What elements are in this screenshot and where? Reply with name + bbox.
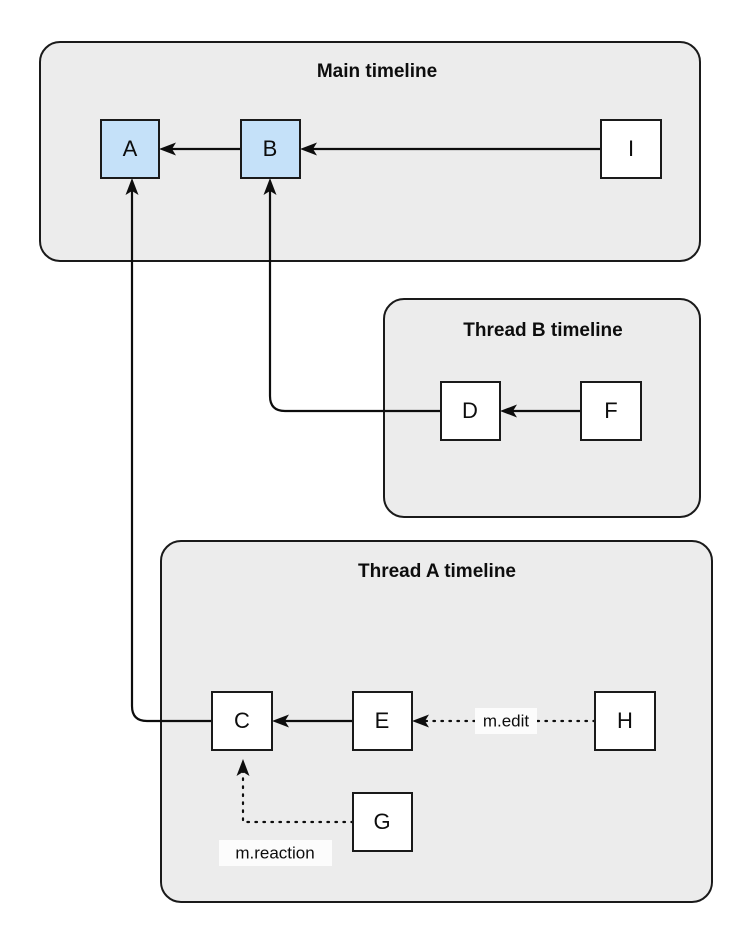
edge-f-to-d-arrowhead	[500, 404, 517, 418]
node-d[interactable]: D	[440, 381, 501, 441]
node-g[interactable]: G	[352, 792, 413, 852]
node-d-rect	[440, 381, 501, 441]
node-c-rect	[211, 691, 273, 751]
node-c-label: C	[234, 708, 250, 733]
edge-g-to-c: m.reaction	[219, 759, 355, 866]
node-g-label: G	[373, 809, 390, 834]
node-b[interactable]: B	[240, 119, 301, 179]
edge-c-to-a	[125, 178, 212, 723]
node-f-rect	[580, 381, 642, 441]
edge-g-to-c-label: m.reaction	[235, 843, 314, 862]
edge-h-to-e-label-backdrop	[475, 708, 537, 734]
edge-g-to-c-label-backdrop	[219, 840, 332, 866]
edge-c-to-a-arrowhead	[125, 178, 139, 195]
panel-thread-b-timeline-title: Thread B timeline	[463, 320, 622, 341]
edge-e-to-c	[272, 714, 353, 728]
node-c[interactable]: C	[211, 691, 273, 751]
node-g-rect	[352, 792, 413, 852]
node-b-rect	[240, 119, 301, 179]
node-i[interactable]: I	[600, 119, 662, 179]
edge-i-to-b	[300, 142, 600, 156]
edge-g-to-c-arrowhead	[236, 759, 250, 776]
panel-thread-b-timeline-rect	[383, 298, 701, 518]
node-a[interactable]: A	[100, 119, 160, 179]
edge-h-to-e: m.edit	[412, 708, 597, 734]
node-h[interactable]: H	[594, 691, 656, 751]
edge-b-to-a	[159, 142, 240, 156]
edge-g-to-c-line	[241, 766, 355, 824]
edge-f-to-d	[500, 404, 580, 418]
node-e[interactable]: E	[352, 691, 413, 751]
edge-i-to-b-arrowhead	[300, 142, 317, 156]
node-a-label: A	[123, 136, 138, 161]
node-e-label: E	[375, 708, 390, 733]
node-i-label: I	[628, 136, 634, 161]
edge-d-to-b	[263, 178, 441, 413]
edge-b-to-a-arrowhead	[159, 142, 176, 156]
node-h-label: H	[617, 708, 633, 733]
panel-thread-a-timeline[interactable]: Thread A timeline	[160, 540, 713, 903]
panel-thread-b-timeline[interactable]: Thread B timeline	[383, 298, 701, 518]
panel-main-timeline-title: Main timeline	[317, 61, 437, 82]
node-i-rect	[600, 119, 662, 179]
node-e-rect	[352, 691, 413, 751]
panel-thread-a-timeline-title: Thread A timeline	[358, 561, 516, 582]
node-h-rect	[594, 691, 656, 751]
node-f-label: F	[604, 398, 617, 423]
edge-d-to-b-arrowhead	[263, 178, 277, 195]
edge-e-to-c-arrowhead	[272, 714, 289, 728]
edge-d-to-b-line	[268, 187, 441, 413]
node-f[interactable]: F	[580, 381, 642, 441]
node-d-label: D	[462, 398, 478, 423]
node-a-rect	[100, 119, 160, 179]
edge-c-to-a-line	[130, 187, 212, 723]
panel-main-timeline-rect	[39, 41, 701, 262]
node-b-label: B	[263, 136, 278, 161]
edge-h-to-e-arrowhead	[412, 714, 429, 728]
panel-main-timeline[interactable]: Main timeline	[39, 41, 701, 262]
edge-h-to-e-label: m.edit	[483, 711, 530, 730]
